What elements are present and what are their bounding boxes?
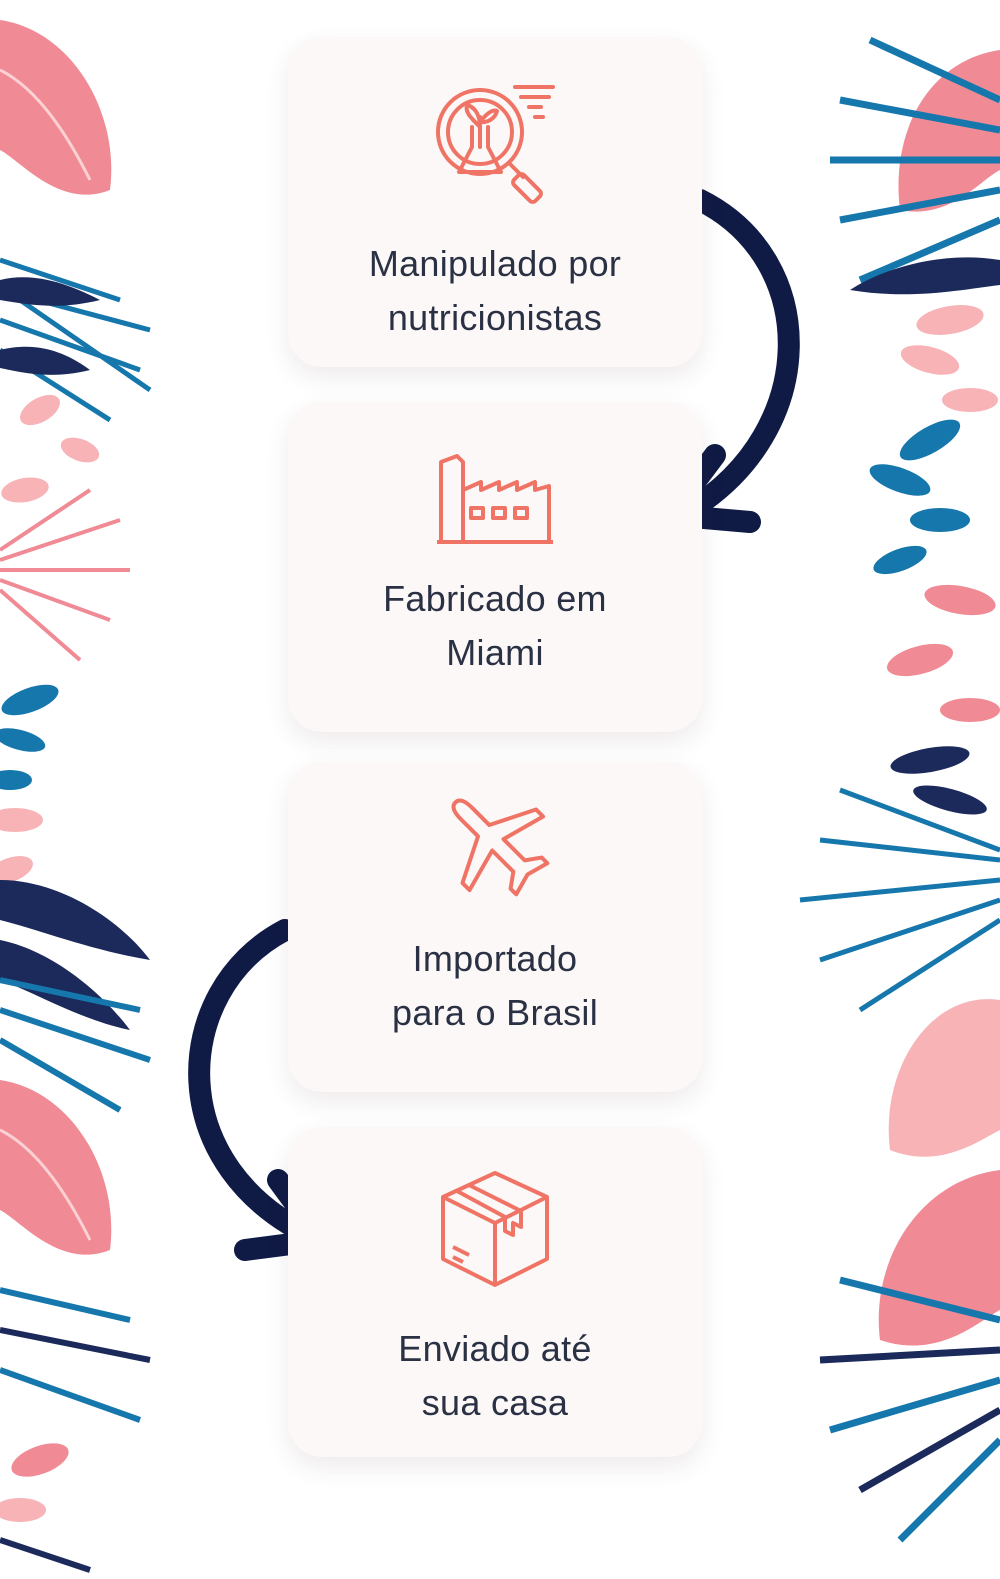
step-label-line2: sua casa: [421, 1382, 569, 1423]
step-label-line1: Manipulado por: [368, 243, 622, 284]
leaf-blue-mid: [0, 684, 59, 790]
leaf-blue-navy-right-bottom: [819, 1276, 1000, 1543]
step-card-4: Enviado até sua casa: [288, 1127, 702, 1457]
step-label-line1: Enviado até: [398, 1328, 592, 1369]
step-label-line1: Fabricado em: [383, 578, 607, 619]
tropical-leaves-left: [0, 20, 152, 1573]
step-label-line2: para o Brasil: [392, 992, 598, 1033]
leaf-navy-right-mid: [890, 746, 987, 815]
step-label-line2: nutricionistas: [387, 297, 603, 338]
step-card-3: Importado para o Brasil: [288, 762, 702, 1092]
leaf-blue-palm-right: [799, 787, 1000, 1013]
step-label-line1: Importado: [412, 938, 578, 979]
factory-icon: [437, 454, 553, 544]
leaf-navy-top: [0, 277, 100, 375]
leaf-pink-large-lower: [0, 1080, 112, 1255]
airplane-icon: [451, 798, 550, 897]
leaf-pink-mid: [0, 808, 43, 884]
step-label-line2: Miami: [446, 632, 544, 673]
step-card-2: Fabricado em Miami: [288, 402, 702, 732]
leaf-pink-palm: [0, 488, 130, 662]
leaf-blue-right-mid: [869, 419, 970, 575]
tropical-leaves-right: [799, 36, 1000, 1543]
leaf-navy-lower: [0, 880, 150, 1030]
package-box-icon: [441, 1171, 549, 1287]
step-label: Manipulado por nutricionistas: [308, 237, 682, 345]
leaf-blue-fronds-right-top: [830, 36, 1000, 284]
leaf-pink-right-mid: [886, 584, 1000, 722]
step-label: Enviado até sua casa: [308, 1322, 682, 1430]
leaf-pink-large-right-lower: [878, 999, 1000, 1346]
leaf-mixed-bottom: [0, 1287, 151, 1573]
lab-magnifier-icon: [436, 85, 555, 204]
leaf-blue-lower: [0, 977, 151, 1113]
step-label: Importado para o Brasil: [308, 932, 682, 1040]
step-card-1: Manipulado por nutricionistas: [288, 37, 702, 367]
leaf-navy-right-top: [850, 257, 1000, 295]
leaf-pink-large: [0, 20, 112, 195]
leaf-pink-small-right: [900, 305, 998, 412]
leaf-pink-small-top: [1, 394, 100, 503]
step-label: Fabricado em Miami: [308, 572, 682, 680]
